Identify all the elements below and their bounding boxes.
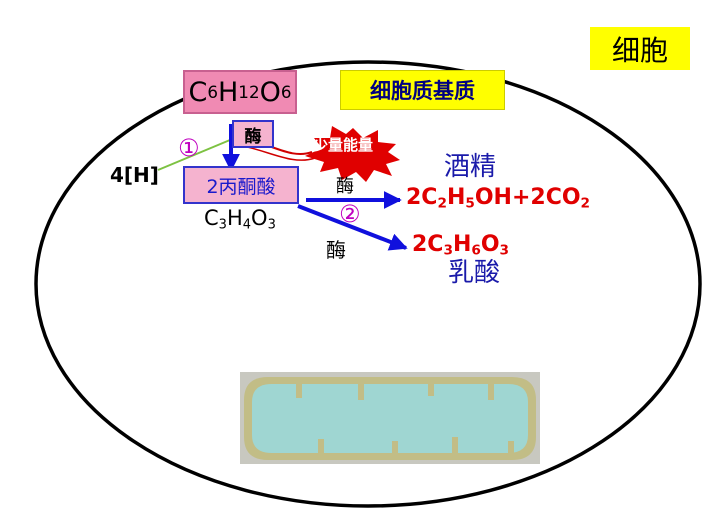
step-1-marker: ① [178, 134, 200, 162]
pyruvate-formula: C3H4O3 [204, 206, 276, 233]
hydrogen-label: 4[H] [110, 163, 159, 187]
hydrogen-release-line [157, 139, 231, 171]
cell-label: 细胞 [590, 27, 690, 70]
cytoplasm-matrix-label: 细胞质基质 [340, 70, 505, 110]
enzyme-lactic-label: 酶 [326, 238, 346, 262]
lactic-acid-formula: 2C3H6O3 [412, 232, 510, 259]
enzyme-box: 酶 [232, 120, 274, 148]
lactic-acid-name: 乳酸 [448, 258, 501, 288]
pyruvate-box: 2丙酮酸 [183, 166, 299, 204]
step-2-marker: ② [339, 200, 361, 228]
enzyme-alcohol-label: 酶 [336, 176, 354, 197]
lactic-fermentation-arrow [297, 204, 408, 251]
alcohol-products: 2C2H5OH+2CO2 [406, 185, 591, 212]
alcohol-name: 酒精 [444, 152, 497, 182]
energy-label: 少量能量 [313, 136, 374, 154]
mitochondrion [240, 372, 540, 464]
energy-burst [305, 126, 400, 182]
cell-membrane [34, 60, 702, 508]
